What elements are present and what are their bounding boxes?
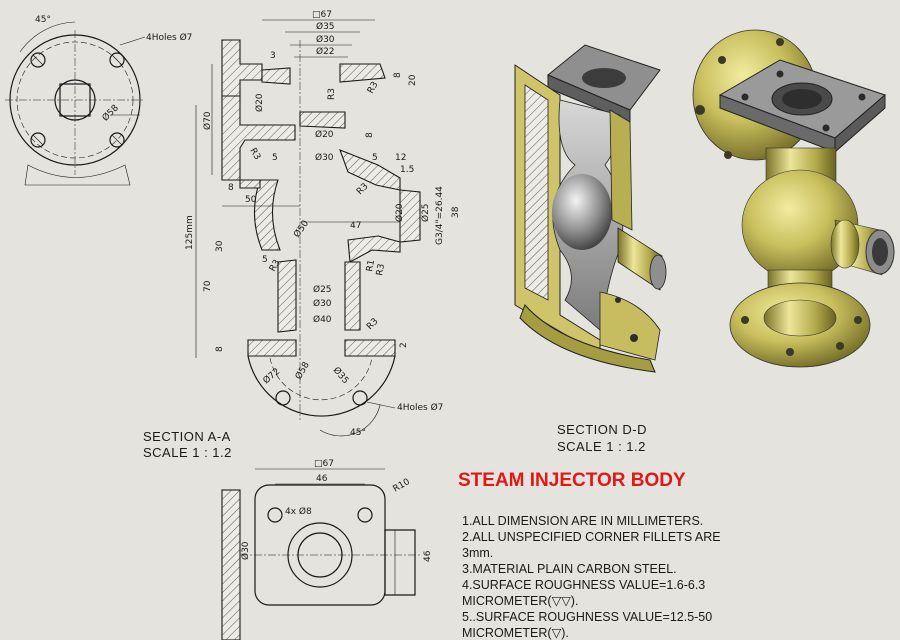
dim-72: Ø72 bbox=[261, 366, 282, 386]
dim-70-b: 70 bbox=[203, 280, 213, 292]
note-line: 3.MATERIAL PLAIN CARBON STEEL. bbox=[462, 562, 677, 576]
section-aa-title: SECTION A-A bbox=[143, 429, 231, 444]
full-model bbox=[692, 29, 895, 368]
dim-3: 3 bbox=[270, 51, 276, 61]
dim-12: 12 bbox=[395, 153, 406, 163]
r3-c: R3 bbox=[247, 147, 262, 162]
dim-20-right: 20 bbox=[408, 74, 418, 86]
angle-label-top: 45° bbox=[35, 15, 51, 25]
bottom-dim-67: □67 bbox=[314, 459, 334, 469]
dim-8-right: 8 bbox=[393, 72, 403, 78]
r3-d: R3 bbox=[355, 182, 371, 198]
dim-1-5: 1.5 bbox=[400, 165, 414, 175]
section-dd-title: SECTION D-D bbox=[557, 422, 647, 437]
drawing-title: STEAM INJECTOR BODY bbox=[458, 470, 686, 491]
r3-b: R3 bbox=[366, 80, 381, 95]
bottom-dim-46-vertical: 46 bbox=[423, 550, 433, 562]
top-flange-view: 45° 4Holes Ø7 Ø58 bbox=[5, 15, 192, 186]
dim-50-b: Ø50 bbox=[291, 218, 311, 240]
bottom-dim-46: 46 bbox=[316, 474, 328, 484]
note-line: 1.ALL DIMENSION ARE IN MILLIMETERS. bbox=[462, 514, 703, 528]
dim-25: Ø25 bbox=[420, 203, 431, 222]
dim-30-left: 30 bbox=[215, 240, 225, 252]
holes-label-top: 4Holes Ø7 bbox=[146, 32, 192, 43]
note-line: 4.SURFACE ROUGHNESS VALUE=1.6-6.3 bbox=[462, 578, 705, 592]
dim-8-bottom: 8 bbox=[215, 346, 225, 352]
section-aa-scale: SCALE 1 : 1.2 bbox=[143, 445, 232, 460]
angle-label-bottom: 45° bbox=[350, 428, 366, 438]
dim-50: 50 bbox=[245, 195, 257, 205]
note-line: MICROMETER(▽). bbox=[462, 626, 569, 640]
note-line: 2.ALL UNSPECIFIED CORNER FILLETS ARE bbox=[462, 530, 721, 544]
section-a-a: □67 Ø35 Ø30 Ø22 3 8 20 Ø20 R3 R3 Ø70 Ø20… bbox=[185, 10, 461, 420]
dim-5-b: 5 bbox=[372, 153, 378, 163]
dim-30-c: Ø30 bbox=[313, 298, 332, 309]
bottom-dim-30: Ø30 bbox=[240, 541, 251, 560]
dim-30-b: Ø30 bbox=[315, 152, 334, 163]
dim-20-a: Ø20 bbox=[254, 93, 265, 112]
note-line: 3mm. bbox=[462, 546, 493, 560]
holes-label-bottom: 4Holes Ø7 bbox=[397, 402, 443, 413]
r1: R1 bbox=[365, 259, 377, 273]
section-dd-model bbox=[514, 44, 667, 373]
note-line: MICROMETER(▽▽). bbox=[462, 594, 578, 608]
g34-thread: G3/4"=26.44 bbox=[435, 186, 445, 245]
dim-30: Ø30 bbox=[316, 34, 335, 45]
section-dd-scale: SCALE 1 : 1.2 bbox=[557, 439, 646, 454]
dim-5-c: 5 bbox=[262, 255, 268, 265]
r3-f: R3 bbox=[375, 263, 387, 277]
dim-47: 47 bbox=[350, 221, 361, 231]
dim-2: 2 bbox=[399, 342, 409, 348]
note-line: 5..SURFACE ROUGHNESS VALUE=12.5-50 bbox=[462, 610, 712, 624]
dim-20-b: Ø20 bbox=[315, 129, 334, 140]
dim-22: Ø22 bbox=[316, 46, 335, 57]
r3-g: R3 bbox=[365, 317, 381, 333]
dim-125: 125mm bbox=[185, 215, 195, 250]
dim-8-right-2: 8 bbox=[365, 132, 375, 138]
dim-67: □67 bbox=[312, 10, 332, 20]
dim-38: 38 bbox=[451, 206, 461, 218]
dim-20-c: Ø20 bbox=[394, 203, 405, 222]
dim-58-bottom: Ø58 bbox=[293, 360, 312, 382]
pcd-label-top: Ø58 bbox=[100, 102, 121, 123]
dim-35: Ø35 bbox=[316, 21, 335, 32]
dim-40: Ø40 bbox=[313, 314, 332, 325]
dim-25-b: Ø25 bbox=[313, 284, 332, 295]
bottom-view: □67 46 R10 4x Ø8 Ø30 46 bbox=[221, 459, 433, 640]
dim-5-a: 5 bbox=[272, 153, 278, 163]
bottom-r10: R10 bbox=[392, 477, 413, 495]
bottom-flange-view: Ø72 Ø58 Ø35 4Holes Ø7 45° bbox=[247, 355, 443, 438]
bottom-holes: 4x Ø8 bbox=[285, 506, 312, 517]
r3-a: R3 bbox=[327, 88, 337, 100]
dim-8-left: 8 bbox=[228, 183, 234, 193]
dim-35-bottom: Ø35 bbox=[331, 365, 351, 386]
notes-block: 1.ALL DIMENSION ARE IN MILLIMETERS. 2.AL… bbox=[462, 514, 721, 640]
dim-70: Ø70 bbox=[202, 111, 213, 130]
